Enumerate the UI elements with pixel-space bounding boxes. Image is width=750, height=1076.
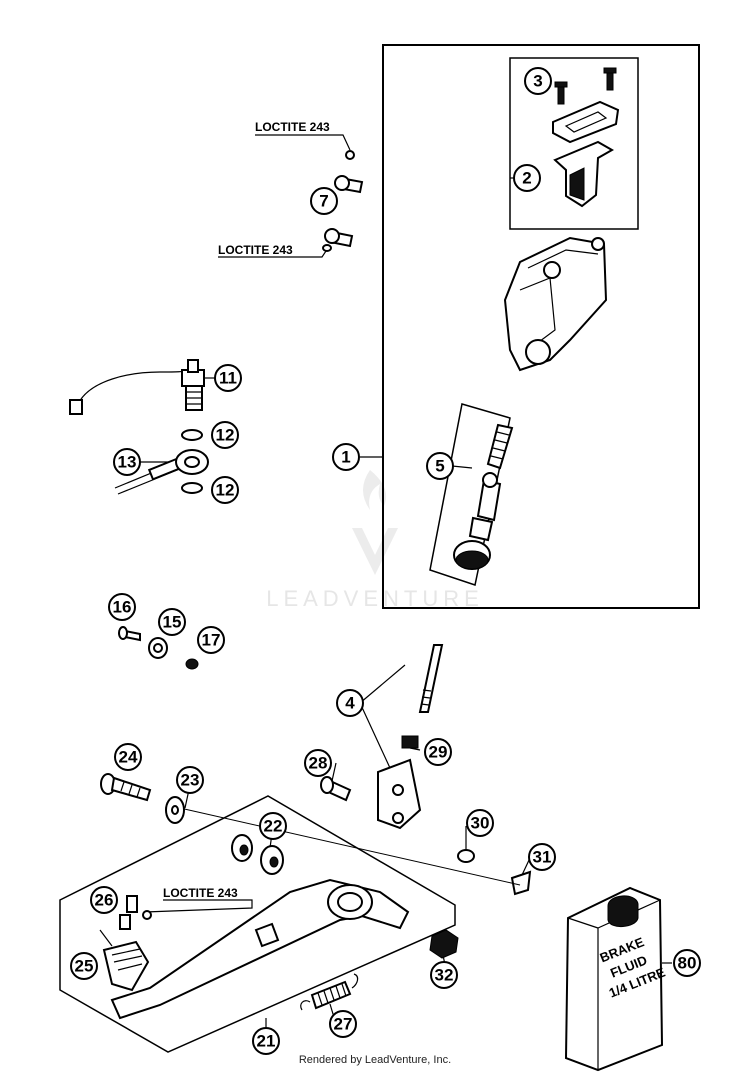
mounting-screws (322, 150, 364, 252)
pedal-step (102, 940, 150, 992)
push-rod (377, 644, 444, 830)
washer-lower (181, 482, 203, 494)
bushings (231, 834, 284, 875)
callout-30: 30 (466, 809, 494, 837)
svg-text:7: 7 (319, 192, 328, 211)
svg-text:31: 31 (533, 848, 552, 867)
piston-kit (429, 403, 514, 586)
pin-washer (457, 849, 475, 863)
svg-text:24: 24 (119, 748, 138, 767)
loctite-note-lever: LOCTITE 243 (163, 886, 238, 900)
svg-text:27: 27 (334, 1015, 353, 1034)
callout-1: 1 (332, 443, 360, 471)
svg-text:11: 11 (219, 369, 237, 388)
callout-24: 24 (114, 743, 142, 771)
loctite-note-mid: LOCTITE 243 (218, 243, 293, 257)
watermark: LEADVENTURE (266, 470, 484, 611)
callout-12b: 12 (211, 476, 239, 504)
svg-text:30: 30 (471, 814, 490, 833)
brake-light-switch (69, 359, 205, 415)
svg-text:15: 15 (163, 613, 182, 632)
callout-21: 21 (252, 1027, 280, 1055)
callout-12a: 12 (211, 421, 239, 449)
callout-11: 11 (214, 364, 242, 392)
footer-credit: Rendered by LeadVenture, Inc. (298, 1054, 452, 1066)
svg-text:4: 4 (345, 694, 355, 713)
svg-text:2: 2 (522, 169, 531, 188)
washer-upper (181, 429, 203, 441)
callout-23: 23 (176, 766, 204, 794)
cap-screws (554, 67, 617, 105)
svg-text:25: 25 (75, 957, 94, 976)
svg-text:22: 22 (264, 817, 283, 836)
loctite-note-top: LOCTITE 243 (255, 120, 330, 134)
svg-text:16: 16 (113, 598, 132, 617)
assembly-axis (179, 807, 521, 886)
callout-31: 31 (528, 843, 556, 871)
svg-text:12: 12 (216, 481, 235, 500)
svg-text:12: 12 (216, 426, 235, 445)
svg-text:5: 5 (435, 457, 444, 476)
brake-hose (114, 449, 209, 495)
return-spring (300, 973, 359, 1011)
callout-27: 27 (329, 1010, 357, 1038)
brake-fluid-bottle: BRAKE FLUID 1/4 LITRE (564, 886, 668, 1072)
reservoir-cap-box (509, 57, 639, 230)
cylinder-body (503, 236, 608, 372)
master-cylinder-box (382, 44, 700, 609)
step-bolts (119, 895, 152, 930)
svg-text:17: 17 (202, 631, 221, 650)
svg-text:23: 23 (181, 771, 200, 790)
callout-80: 80 (673, 949, 701, 977)
svg-text:29: 29 (429, 743, 448, 762)
callout-15: 15 (158, 608, 186, 636)
callout-4: 4 (336, 689, 364, 717)
brake-pedal-box (59, 795, 456, 1053)
callout-13: 13 (113, 448, 141, 476)
svg-text:21: 21 (257, 1032, 276, 1051)
callout-29: 29 (424, 738, 452, 766)
svg-text:28: 28 (309, 754, 328, 773)
brake-pedal (110, 878, 410, 1020)
svg-text:3: 3 (533, 72, 542, 91)
clevis-pin (320, 776, 352, 802)
svg-text:80: 80 (678, 954, 697, 973)
svg-text:1: 1 (341, 448, 350, 467)
callout-32: 32 (430, 961, 458, 989)
pivot-bolt (100, 773, 185, 824)
svg-text:13: 13 (118, 453, 137, 472)
pivot-nut (429, 929, 459, 959)
svg-text:26: 26 (95, 891, 114, 910)
callout-2: 2 (513, 164, 541, 192)
callout-25: 25 (70, 952, 98, 980)
pivot-parts (118, 626, 199, 670)
callout-26: 26 (90, 886, 118, 914)
reservoir-cap (552, 100, 620, 208)
callout-16: 16 (108, 593, 136, 621)
callout-22: 22 (259, 812, 287, 840)
callout-28: 28 (304, 749, 332, 777)
callout-3: 3 (524, 67, 552, 95)
callout-7: 7 (310, 187, 338, 215)
callout-5: 5 (426, 452, 454, 480)
split-pin (510, 870, 532, 896)
callout-17: 17 (197, 626, 225, 654)
watermark-text: LEADVENTURE (266, 586, 484, 611)
svg-text:32: 32 (435, 966, 454, 985)
